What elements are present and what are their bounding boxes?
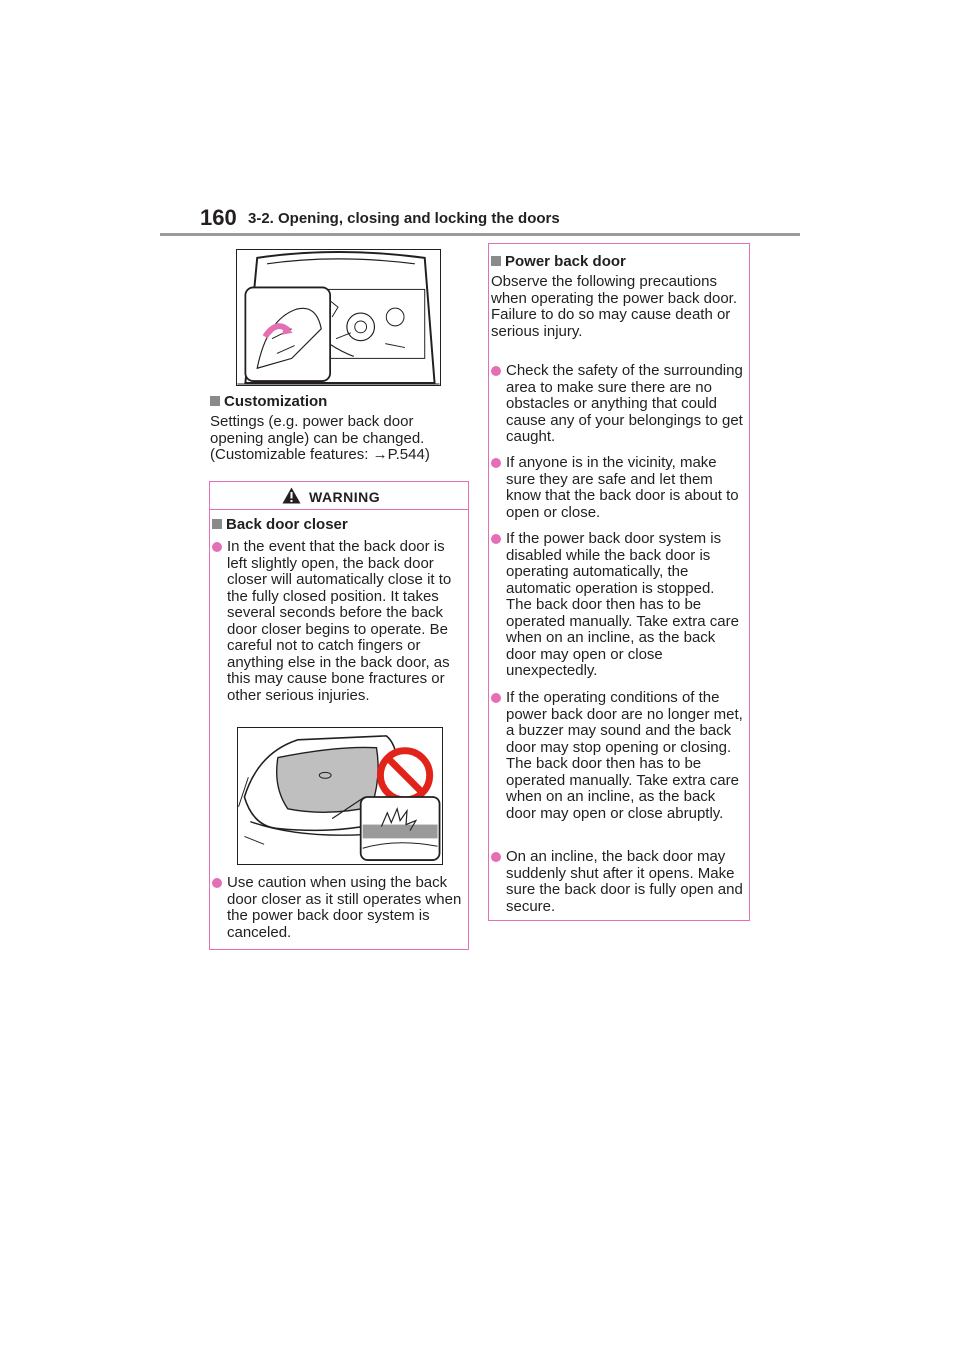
customization-heading: Customization — [210, 393, 327, 410]
precaution-bullet: Check the safety of the surrounding area… — [491, 362, 743, 446]
bullet-dot-icon — [491, 852, 501, 862]
bullet-dot-icon — [212, 878, 222, 888]
page-number: 160 — [200, 205, 237, 230]
bullet-dot-icon — [491, 693, 501, 703]
warning-box: WARNING Back door closer In the event th… — [209, 481, 469, 950]
power-back-door-heading: Power back door — [491, 253, 626, 270]
back-door-closer-illustration — [236, 249, 441, 386]
precaution-bullet: If the operating conditions of the power… — [491, 689, 743, 822]
warning-header: WARNING — [210, 482, 468, 510]
warning-title: WARNING — [309, 489, 381, 505]
section-title: 3-2. Opening, closing and locking the do… — [248, 210, 560, 227]
warning-triangle-icon — [282, 487, 301, 504]
square-bullet-icon — [212, 519, 222, 529]
bullet-dot-icon — [491, 366, 501, 376]
warning-bullet: Use caution when using the back door clo… — [212, 874, 462, 941]
warning-bullet: In the event that the back door is left … — [212, 538, 462, 704]
precaution-bullet: On an incline, the back door may suddenl… — [491, 848, 743, 915]
power-back-door-intro: Observe the following precautions when o… — [491, 273, 737, 340]
finger-catch-illustration — [237, 727, 443, 865]
precaution-bullet: If the power back door system is disable… — [491, 530, 743, 680]
precaution-bullet: If anyone is in the vicinity, make sure … — [491, 454, 743, 521]
bullet-dot-icon — [212, 542, 222, 552]
header-rule — [160, 233, 800, 236]
back-door-closer-heading: Back door closer — [212, 516, 348, 533]
bullet-dot-icon — [491, 458, 501, 468]
bullet-dot-icon — [491, 534, 501, 544]
square-bullet-icon — [210, 396, 220, 406]
square-bullet-icon — [491, 256, 501, 266]
customization-text: Settings (e.g. power back door opening a… — [210, 413, 430, 463]
power-back-door-box: Power back door Observe the following pr… — [488, 243, 750, 921]
